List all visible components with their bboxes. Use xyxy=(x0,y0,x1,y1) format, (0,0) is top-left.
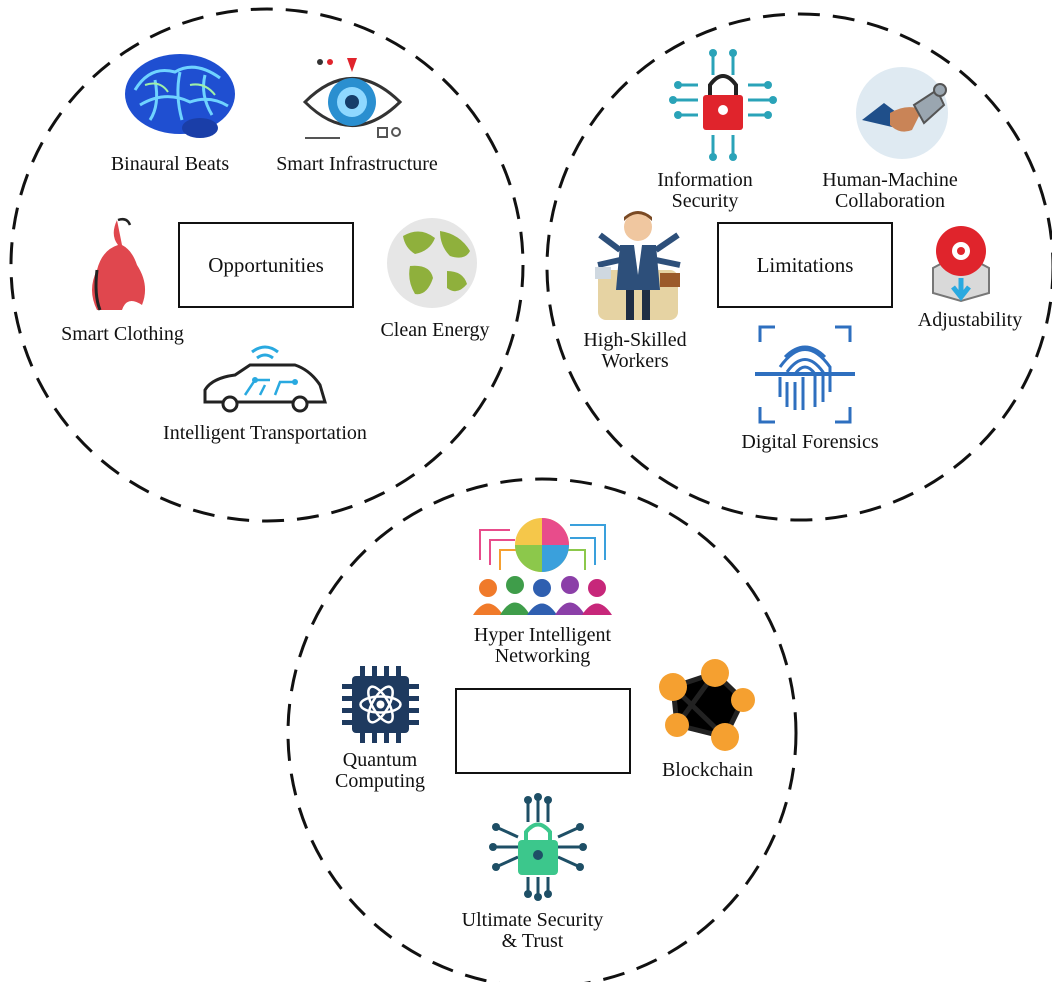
smart-clothing-label: Smart Clothing xyxy=(61,323,184,345)
third-circle xyxy=(286,477,798,982)
opportunities-circle xyxy=(9,7,525,523)
handshake-icon xyxy=(856,67,948,159)
limitations-circle xyxy=(545,12,1052,522)
brain-icon xyxy=(125,54,235,138)
limitations-title: Limitations xyxy=(756,252,854,277)
security-lock-icon xyxy=(489,793,587,901)
adjustability-label: Adjustability xyxy=(917,309,1023,331)
opportunities-box: Opportunities xyxy=(178,222,354,308)
car-icon xyxy=(203,345,328,413)
dress-icon xyxy=(92,217,146,311)
disc-icon xyxy=(932,226,990,303)
circuit-lock-icon xyxy=(669,49,777,161)
hyper-intelligent-networking-label: Hyper Intelligent Networking xyxy=(473,624,612,667)
human-machine-collaboration-label: Human-Machine Collaboration xyxy=(822,169,958,212)
clean-energy-label: Clean Energy xyxy=(380,319,490,341)
third-box xyxy=(455,688,631,774)
fingerprint-icon xyxy=(755,325,855,424)
opportunities-title: Opportunities xyxy=(208,252,324,277)
smart-infrastructure-label: Smart Infrastructure xyxy=(276,153,438,175)
high-skilled-workers-label: High-Skilled Workers xyxy=(583,329,687,372)
blockchain-label: Blockchain xyxy=(661,759,754,781)
worker-icon xyxy=(595,211,681,320)
ultimate-security-trust-label: Ultimate Security & Trust xyxy=(461,909,604,952)
digital-forensics-label: Digital Forensics xyxy=(741,431,879,453)
binaural-beats-label: Binaural Beats xyxy=(110,153,230,175)
limitations-box: Limitations xyxy=(717,222,893,308)
eye-icon xyxy=(302,58,403,139)
people-network-icon xyxy=(473,518,612,615)
globe-icon xyxy=(387,218,477,308)
quantum-computing-label: Quantum Computing xyxy=(334,749,425,792)
blockchain-icon xyxy=(659,659,755,751)
quantum-chip-icon xyxy=(342,666,419,743)
intelligent-transportation-label: Intelligent Transportation xyxy=(163,422,367,444)
information-security-label: Information Security xyxy=(657,169,753,212)
